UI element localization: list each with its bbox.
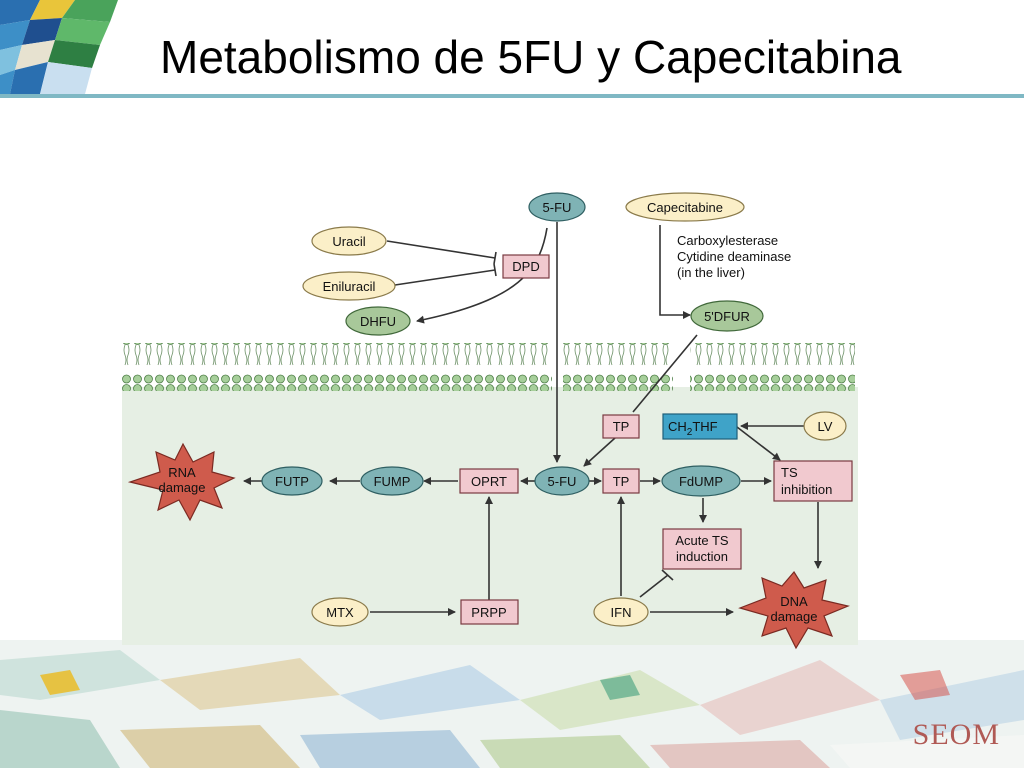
fu-to-dhfu-arrow	[416, 227, 548, 324]
svg-text:OPRT: OPRT	[471, 474, 507, 489]
footer-mosaic-icon	[0, 640, 1024, 768]
node-oprt: OPRT	[459, 468, 519, 494]
node-futp: FUTP	[261, 466, 323, 496]
svg-text:damage: damage	[771, 609, 818, 624]
svg-text:PRPP: PRPP	[471, 605, 506, 620]
uracil-inhibits-dpd-line	[386, 240, 496, 259]
node-prpp: PRPP	[460, 599, 519, 625]
dfur-to-tp-line	[632, 334, 698, 413]
node-dna-damage: DNA damage	[738, 570, 850, 650]
title-rule	[0, 94, 1024, 98]
mosaic-logo-icon	[0, 0, 118, 94]
svg-text:DPD: DPD	[512, 259, 539, 274]
node-5fu-top: 5-FU	[528, 192, 586, 222]
enzymes-label: Carboxylesterase Cytidine deaminase (in …	[677, 233, 791, 280]
node-uracil: Uracil	[311, 226, 387, 256]
svg-text:FUMP: FUMP	[374, 474, 411, 489]
node-ifn: IFN	[593, 597, 649, 627]
svg-text:LV: LV	[818, 419, 833, 434]
svg-text:TS: TS	[781, 465, 798, 480]
slide-title: Metabolismo de 5FU y Capecitabina	[160, 31, 902, 83]
svg-text:Uracil: Uracil	[332, 234, 365, 249]
tp-to-fu-arrow	[583, 437, 616, 467]
node-tp-lower: TP	[602, 468, 640, 494]
node-5dfur: 5'DFUR	[690, 300, 764, 332]
svg-text:5-FU: 5-FU	[548, 474, 577, 489]
svg-text:FdUMP: FdUMP	[679, 474, 723, 489]
svg-text:CH2THF: CH2THF	[668, 419, 718, 438]
svg-text:Acute TS: Acute TS	[675, 533, 729, 548]
svg-text:DNA: DNA	[780, 594, 808, 609]
footer-mosaic: SEOM	[0, 640, 1024, 768]
inhibit-bar	[493, 251, 497, 265]
svg-text:5-FU: 5-FU	[543, 200, 572, 215]
svg-text:inhibition: inhibition	[781, 482, 832, 497]
node-tp-upper: TP	[602, 414, 640, 439]
node-dhfu: DHFU	[345, 306, 411, 336]
svg-text:Carboxylesterase: Carboxylesterase	[677, 233, 778, 248]
membrane-segment	[563, 343, 673, 391]
svg-text:MTX: MTX	[326, 605, 354, 620]
node-acute-ts-induction: Acute TS induction	[662, 528, 742, 570]
ch2thf-to-ts-arrow	[736, 426, 781, 461]
membrane-segment	[690, 343, 855, 391]
inhibit-bar	[661, 569, 674, 581]
node-fdump: FdUMP	[661, 465, 741, 497]
inhibit-bar	[493, 263, 497, 277]
svg-text:DHFU: DHFU	[360, 314, 396, 329]
svg-text:damage: damage	[159, 480, 206, 495]
node-capecitabine: Capecitabine	[625, 192, 745, 222]
node-ch2thf: CH2THF	[662, 413, 738, 440]
svg-text:Capecitabine: Capecitabine	[647, 200, 723, 215]
svg-text:TP: TP	[613, 419, 630, 434]
svg-text:RNA: RNA	[168, 465, 196, 480]
svg-text:Cytidine deaminase: Cytidine deaminase	[677, 249, 791, 264]
node-rna-damage: RNA damage	[127, 442, 236, 522]
eniluracil-inhibits-dpd-line	[394, 269, 496, 286]
svg-text:Eniluracil: Eniluracil	[323, 279, 376, 294]
svg-text:5'DFUR: 5'DFUR	[704, 309, 750, 324]
svg-text:TP: TP	[613, 474, 630, 489]
node-5fu-cell: 5-FU	[534, 466, 590, 496]
membrane-segment	[122, 343, 552, 391]
svg-text:IFN: IFN	[611, 605, 632, 620]
node-fump: FUMP	[360, 466, 424, 496]
node-mtx: MTX	[311, 597, 369, 627]
svg-text:induction: induction	[676, 549, 728, 564]
seom-logo-text: SEOM	[912, 718, 1000, 751]
node-lv: LV	[803, 411, 847, 441]
node-eniluracil: Eniluracil	[302, 271, 396, 301]
svg-text:FUTP: FUTP	[275, 474, 309, 489]
svg-text:(in the liver): (in the liver)	[677, 265, 745, 280]
node-ts-inhibition: TS inhibition	[773, 460, 853, 502]
logo-mosaic	[0, 0, 118, 94]
capecitabine-to-dfur-arrow	[659, 225, 691, 319]
ifn-inhibits-acute-ts-line	[639, 574, 669, 598]
node-dpd: DPD	[502, 254, 550, 279]
